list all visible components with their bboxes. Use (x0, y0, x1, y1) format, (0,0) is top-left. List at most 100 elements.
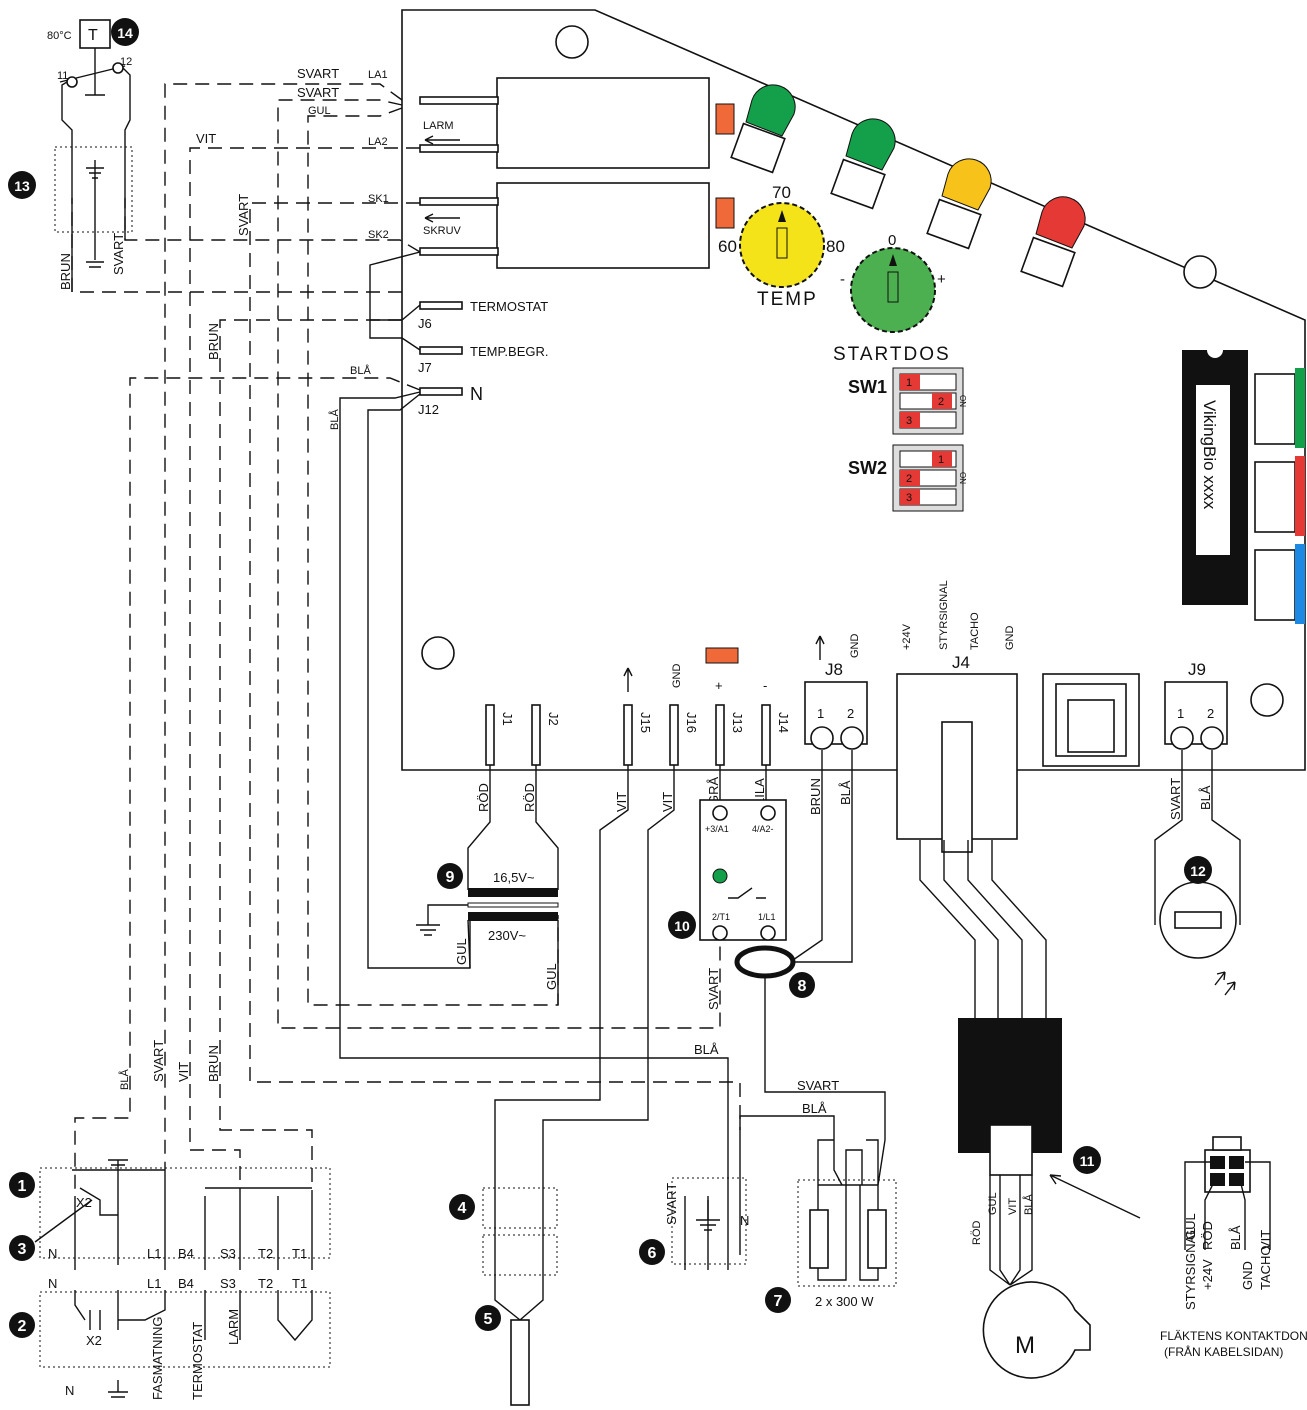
label-j9-2: 2 (1207, 706, 1214, 721)
label-n-6: N (740, 1213, 749, 1228)
label-termostat: TERMOSTAT (470, 299, 548, 314)
motor-gul: GUL (987, 1192, 999, 1215)
wire-bla-j12 (74, 377, 421, 1196)
temp-knob[interactable] (739, 202, 825, 288)
transformer-secondary: 16,5V~ (493, 870, 535, 885)
term-b4-2: B4 (178, 1276, 194, 1291)
thermostat-t: T (88, 27, 98, 44)
label-j16-gnd: GND (671, 664, 683, 689)
fan-motor (982, 1281, 1091, 1379)
wire-j9 (1154, 750, 1241, 925)
relay-larm (496, 77, 710, 169)
svg-text:11: 11 (1080, 1153, 1095, 1169)
label-j4-24v: +24V (901, 623, 913, 650)
label-j8-gnd: GND (849, 634, 861, 659)
mount-hole-bottom-right (1250, 683, 1284, 717)
wire-label-brun-2: BRUN (58, 253, 73, 290)
badge-3: 3 (9, 1235, 35, 1261)
wire-label-rod-2: RÖD (522, 783, 537, 812)
wire-label-rod-1: RÖD (476, 783, 491, 812)
svg-text:7: 7 (774, 1293, 783, 1310)
wire-label-bla-2: BLÅ (118, 1069, 131, 1090)
startdos-label: STARTDOS (833, 344, 951, 365)
transformer-primary: 230V~ (488, 928, 526, 943)
badge-3-leader (34, 1199, 93, 1243)
relay-skruv-indicator (715, 197, 735, 229)
badge-13: 13 (8, 171, 36, 199)
sw1-3: 3 (906, 415, 912, 427)
heater-links (817, 1185, 879, 1281)
photo-sensor (1159, 881, 1237, 996)
svg-text:8: 8 (798, 978, 807, 995)
cable-5-wires (494, 1196, 544, 1321)
pin-j12 (419, 387, 463, 396)
terminal-block-2-wires (74, 1290, 313, 1342)
fan-connector-arrow (1049, 1174, 1141, 1219)
pin-j2 (531, 704, 541, 766)
label-j8: J8 (825, 660, 843, 679)
side-connector-1 (1254, 373, 1296, 445)
label-j6: J6 (418, 316, 432, 331)
term-t2-2: T2 (258, 1276, 273, 1291)
wire-vit-j16 (542, 765, 675, 1196)
sw1-block[interactable] (892, 367, 964, 435)
wire-label-gul-2: GUL (454, 938, 469, 965)
thermostat-temp: 80°C (47, 30, 72, 42)
wire-label-svart-3: SVART (236, 194, 251, 236)
wire-label-bla-6: BLÅ (802, 1101, 827, 1116)
pin-sk1 (419, 197, 499, 206)
heater-element-1 (809, 1209, 829, 1269)
label-j8-1: 1 (817, 706, 824, 721)
badge-12: 12 (1184, 856, 1212, 884)
fan-pin-24v: +24V (1200, 1259, 1215, 1290)
label-j1: J1 (500, 712, 515, 726)
wire-label-svart-2: SVART (297, 85, 339, 100)
wire-svart-heater (764, 976, 886, 1186)
wire-label-brun-1: BRUN (206, 323, 221, 360)
label-j14: J14 (776, 712, 791, 733)
badge-8: 8 (789, 972, 815, 998)
badge-7: 7 (765, 1287, 791, 1313)
wire-label-svart-9: SVART (1168, 778, 1183, 820)
rj-jack (1042, 673, 1140, 767)
term-x2-2: X2 (86, 1333, 102, 1348)
fan-caption-2: (FRÅN KABELSIDAN) (1164, 1344, 1283, 1359)
svg-text:13: 13 (14, 178, 30, 194)
term-b4-1: B4 (178, 1246, 194, 1261)
term-n-2: N (48, 1276, 57, 1291)
fan-caption-1: FLÄKTENS KONTAKTDON (1160, 1329, 1307, 1343)
wire-label-vit-2: VIT (176, 1062, 191, 1082)
term-s3-2: S3 (220, 1276, 236, 1291)
wire-bla-2 (339, 391, 729, 1175)
svg-text:4: 4 (458, 1200, 467, 1217)
fan-pin-rod: RÖD (1200, 1221, 1215, 1250)
label-j4: J4 (952, 653, 970, 672)
term-t1-1: T1 (292, 1246, 307, 1261)
fan-connector-latch (989, 1124, 1033, 1176)
wire-svart-la1 (164, 83, 403, 1172)
current-sensor-ring (734, 945, 796, 979)
svg-text:9: 9 (446, 869, 455, 886)
svg-text:6: 6 (648, 1245, 657, 1262)
badge-6: 6 (639, 1239, 665, 1265)
wire-label-svart-6: SVART (706, 968, 721, 1010)
wire-gul-trans (467, 919, 471, 969)
startdos-knob[interactable] (850, 247, 936, 333)
motor-m: M (1015, 1332, 1035, 1359)
badge-11: 11 (1073, 1146, 1101, 1174)
wire-label-vit-1: VIT (196, 131, 216, 146)
wire-rod-j1 (467, 765, 491, 890)
heater-block (797, 1179, 897, 1287)
term-t2-1: T2 (258, 1246, 273, 1261)
ground-symbol-bottom (108, 1380, 128, 1398)
svg-text:12: 12 (1190, 863, 1206, 879)
term-fasmatning: FASMATNING (150, 1316, 165, 1400)
term-l1-2: L1 (147, 1276, 161, 1291)
thermostat-contact-11 (66, 76, 78, 88)
led-green-1 (730, 84, 796, 174)
sw2-block[interactable] (892, 444, 964, 512)
fan-connector-detail (1184, 1136, 1271, 1250)
sw1-2: 2 (938, 396, 944, 408)
wire-label-vit-4: VIT (660, 792, 675, 812)
